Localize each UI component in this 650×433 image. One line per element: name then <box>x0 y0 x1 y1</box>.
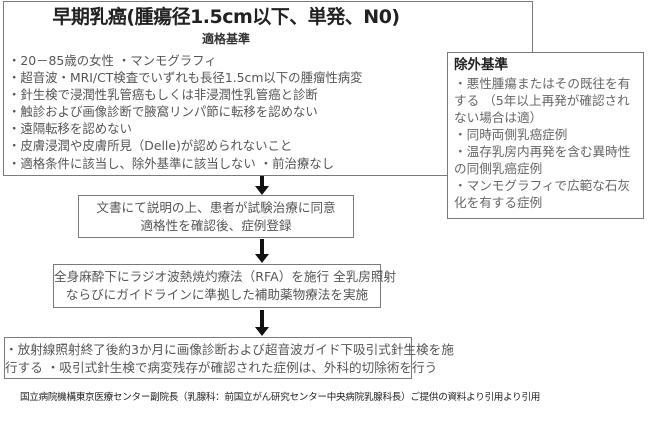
arrow-down-icon <box>255 176 269 195</box>
arrow-down-icon <box>255 239 269 264</box>
eligibility-criteria-list: ・20－85歳の女性 ・マンモグラフィ ・超音波・MRI/CT検査でいずれも長径… <box>8 52 446 172</box>
step-registration: 文書にて説明の上、患者が試験治療に同意 適格性を確認後、症例登録 <box>78 195 354 238</box>
step-line: ・放射線照射終了後約3か月に画像診断および超音波ガイド下吸引式針生検を施 <box>5 342 454 357</box>
criterion: ・針生検で浸潤性乳管癌もしくは非浸潤性乳管癌と診断 <box>8 87 318 103</box>
criterion: ・20－85歳の女性 ・マンモグラフィ <box>8 53 217 68</box>
step-followup: ・放射線照射終了後約3か月に画像診断および超音波ガイド下吸引式針生検を施 行する… <box>4 337 454 379</box>
step-line: 行する ・吸引式針生検で病変残存が確認された症例は、外科的切除術を行う <box>5 360 438 375</box>
criterion: ・超音波・MRI/CT検査でいずれも長径1.5cm以下の腫瘤性病変 <box>8 70 363 86</box>
step-line: 全身麻酔下にラジオ波熱焼灼療法（RFA）を施行 全乳房照射 <box>54 269 397 284</box>
exclusion-heading: 除外基準 <box>454 57 508 73</box>
exclusion-box: 除外基準 ・悪性腫瘍またはその既往を有する （5年以上再発が確認されない場合は適… <box>447 52 644 219</box>
criterion: ・適格条件に該当し、除外基準に該当しない ・前治療なし <box>8 155 335 171</box>
exclusion-item: ・同時両側乳癌症例 <box>454 127 568 142</box>
arrow-down-icon <box>255 310 269 337</box>
criterion: ・遠隔転移を認めない <box>8 121 132 137</box>
eligibility-box: 早期乳癌(腫瘍径1.5cm以下、単発、N0) 適格基準 ・20－85歳の女性 ・… <box>3 1 533 176</box>
eligibility-heading: 適格基準 <box>201 32 250 46</box>
step-line: ならびにガイドラインに準拠した補助薬物療法を実施 <box>65 287 369 302</box>
criterion: ・皮膚浸潤や皮膚所見（Delle)が認められないこと <box>8 138 293 154</box>
step-treatment: 全身麻酔下にラジオ波熱焼灼療法（RFA）を施行 全乳房照射 ならびにガイドライン… <box>53 264 397 308</box>
step-line: 適格性を確認後、症例登録 <box>140 218 292 233</box>
diagram-title: 早期乳癌(腫瘍径1.5cm以下、単発、N0) <box>52 6 400 28</box>
exclusion-item: ・悪性腫瘍またはその既往を有する （5年以上再発が確認されない場合は適） <box>454 76 631 125</box>
exclusion-item: ・マンモグラフィで広範な石灰化を有する症例 <box>454 178 631 210</box>
criterion: ・触診および画像診断で腋窩リンパ節に転移を認めない <box>8 104 318 120</box>
exclusion-item: ・温存乳房内再発を含む異時性の同側乳癌症例 <box>454 144 631 176</box>
source-citation: 国立病院機構東京医療センター副院長（乳腺科：前国立がん研究センター中央病院乳腺科… <box>20 392 541 403</box>
step-line: 文書にて説明の上、患者が試験治療に同意 <box>96 200 336 215</box>
